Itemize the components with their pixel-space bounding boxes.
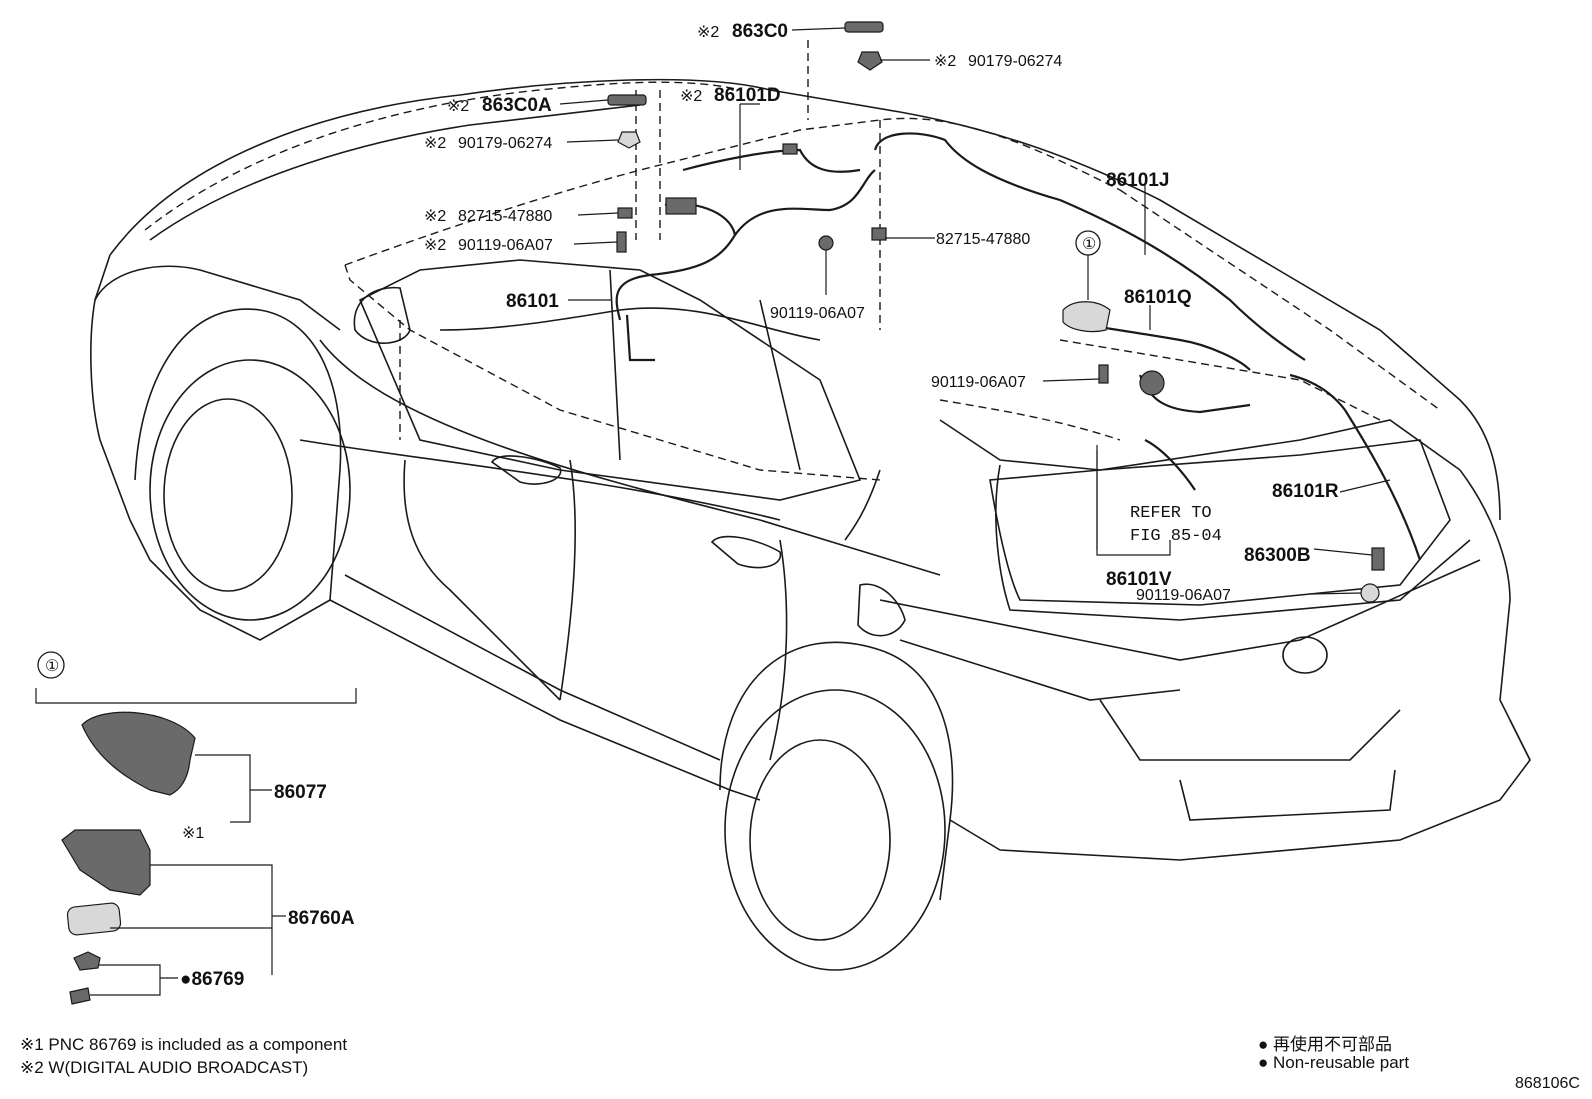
label-82715-left: 82715-47880	[458, 208, 552, 225]
leader-lines	[559, 27, 1391, 595]
hidden-lines	[144, 81, 1441, 481]
part-863c0a	[607, 94, 647, 106]
legend-japanese: ● 再使用不可部品	[1258, 1035, 1392, 1054]
footnote-2: ※2 W(DIGITAL AUDIO BROADCAST)	[20, 1058, 309, 1077]
mark2-90179-top: ※2	[934, 53, 956, 70]
cable-86300b-lead	[1144, 439, 1196, 491]
connector-86101d	[782, 143, 798, 155]
label-90119-low: 90119-06A07	[1136, 587, 1231, 604]
mark2-90179-left: ※2	[424, 135, 446, 152]
part-86769-nut	[73, 951, 101, 971]
mark2-90119-left: ※2	[424, 237, 446, 254]
footnote-1: ※1 PNC 86769 is included as a component	[20, 1035, 348, 1054]
label-90119-mid: 90119-06A07	[770, 305, 865, 322]
label-86769: ●86769	[180, 969, 244, 990]
antenna-cables	[615, 132, 1422, 561]
inset-marker-label: ①	[45, 658, 59, 675]
cable-86101	[615, 169, 876, 321]
mark2-863c0a: ※2	[447, 98, 469, 115]
label-90119-rear: 90119-06A07	[931, 374, 1026, 391]
part-symbols	[607, 21, 1385, 603]
label-863c0a: 863C0A	[482, 95, 552, 116]
part-86760a-gasket	[66, 902, 122, 936]
refer-line1: REFER TO	[1130, 504, 1212, 523]
connector-82715-right	[871, 227, 887, 241]
refer-line2: FIG 85-04	[1130, 527, 1222, 546]
vehicle-outline	[90, 78, 1531, 971]
amplifier-86101v	[1139, 370, 1165, 396]
label-86101: 86101	[506, 291, 559, 312]
clip-90179-top	[857, 51, 883, 71]
connector-86300b	[1371, 547, 1385, 571]
clip-90179-left	[617, 131, 641, 149]
label-86101v: 86101V	[1106, 569, 1172, 590]
label-86077: 86077	[274, 782, 327, 803]
label-863c0: 863C0	[732, 21, 788, 42]
label-82715-right: 82715-47880	[936, 231, 1030, 248]
part-863c0	[844, 21, 884, 33]
label-90179-top: 90179-06274	[968, 53, 1062, 70]
mark2-82715-left: ※2	[424, 208, 446, 225]
inset-circle-marker	[37, 651, 65, 679]
part-86760a-bolt	[69, 987, 91, 1005]
label-86101q: 86101Q	[1124, 287, 1192, 308]
label-90179-left: 90179-06274	[458, 135, 552, 152]
label-86101j: 86101J	[1106, 170, 1169, 191]
figure-code: 868106C	[1515, 1075, 1580, 1092]
bolt-90119-mid	[818, 235, 834, 251]
connector-82715-left	[617, 207, 633, 219]
cable-86101q	[1084, 323, 1251, 371]
bolt-90119-left	[616, 231, 627, 253]
label-86300b: 86300B	[1244, 545, 1311, 566]
amplifier-left	[665, 197, 697, 215]
legend-english: ● Non-reusable part	[1258, 1053, 1410, 1072]
cable-left-side	[625, 314, 655, 362]
label-90119-left: 90119-06A07	[458, 237, 553, 254]
cable-86101r	[1289, 373, 1422, 561]
car-circle-marker-label: ①	[1082, 236, 1096, 253]
mark1-86077: ※1	[182, 825, 204, 842]
cable-86101j	[873, 132, 1306, 361]
mark2-863c0: ※2	[697, 24, 719, 41]
cable-86101d-front	[682, 148, 861, 173]
label-86101r: 86101R	[1272, 481, 1339, 502]
mark2-86101d: ※2	[680, 88, 702, 105]
label-86760a: 86760A	[288, 908, 355, 929]
part-86760a-body	[61, 829, 151, 896]
inset-breakdown: ①	[35, 651, 357, 1005]
part-labels: ※2 863C0 ※2 90179-06274 ※2 863C0A ※2 861…	[180, 21, 1339, 990]
bolt-90119-low	[1360, 583, 1380, 603]
shark-fin-rear	[1062, 301, 1111, 333]
label-86101d: 86101D	[714, 85, 781, 106]
car-circle-marker	[1075, 230, 1101, 256]
part-86077-cover	[81, 711, 196, 796]
bolt-90119-rear	[1098, 364, 1109, 384]
